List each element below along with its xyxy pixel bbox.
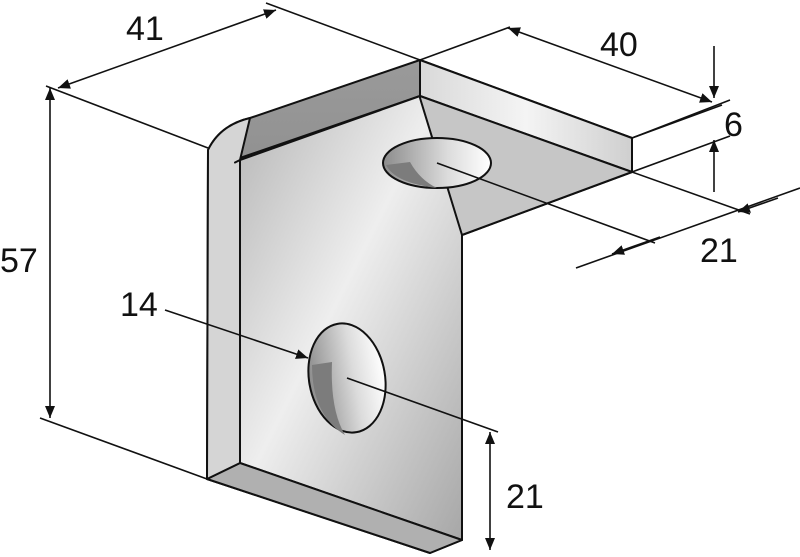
label-hole-offset-front: 21 bbox=[506, 478, 544, 516]
leader-14 bbox=[164, 309, 309, 359]
dimension-lines bbox=[39, 2, 800, 550]
label-depth: 40 bbox=[600, 26, 638, 64]
label-width-top: 41 bbox=[126, 10, 164, 48]
dim-line-21-top-b bbox=[737, 197, 779, 213]
dimension-labels: 41 40 6 21 57 14 21 bbox=[0, 10, 743, 516]
dim-line-40 bbox=[507, 27, 713, 103]
label-height: 57 bbox=[0, 242, 38, 280]
bracket-body bbox=[206, 59, 633, 554]
dim-line-41 bbox=[57, 9, 277, 89]
left-edge bbox=[206, 117, 251, 480]
dim-line-21-top bbox=[611, 236, 661, 255]
label-hole-diameter: 14 bbox=[120, 286, 158, 324]
label-thickness: 6 bbox=[724, 106, 743, 144]
label-hole-offset-top: 21 bbox=[700, 232, 738, 270]
